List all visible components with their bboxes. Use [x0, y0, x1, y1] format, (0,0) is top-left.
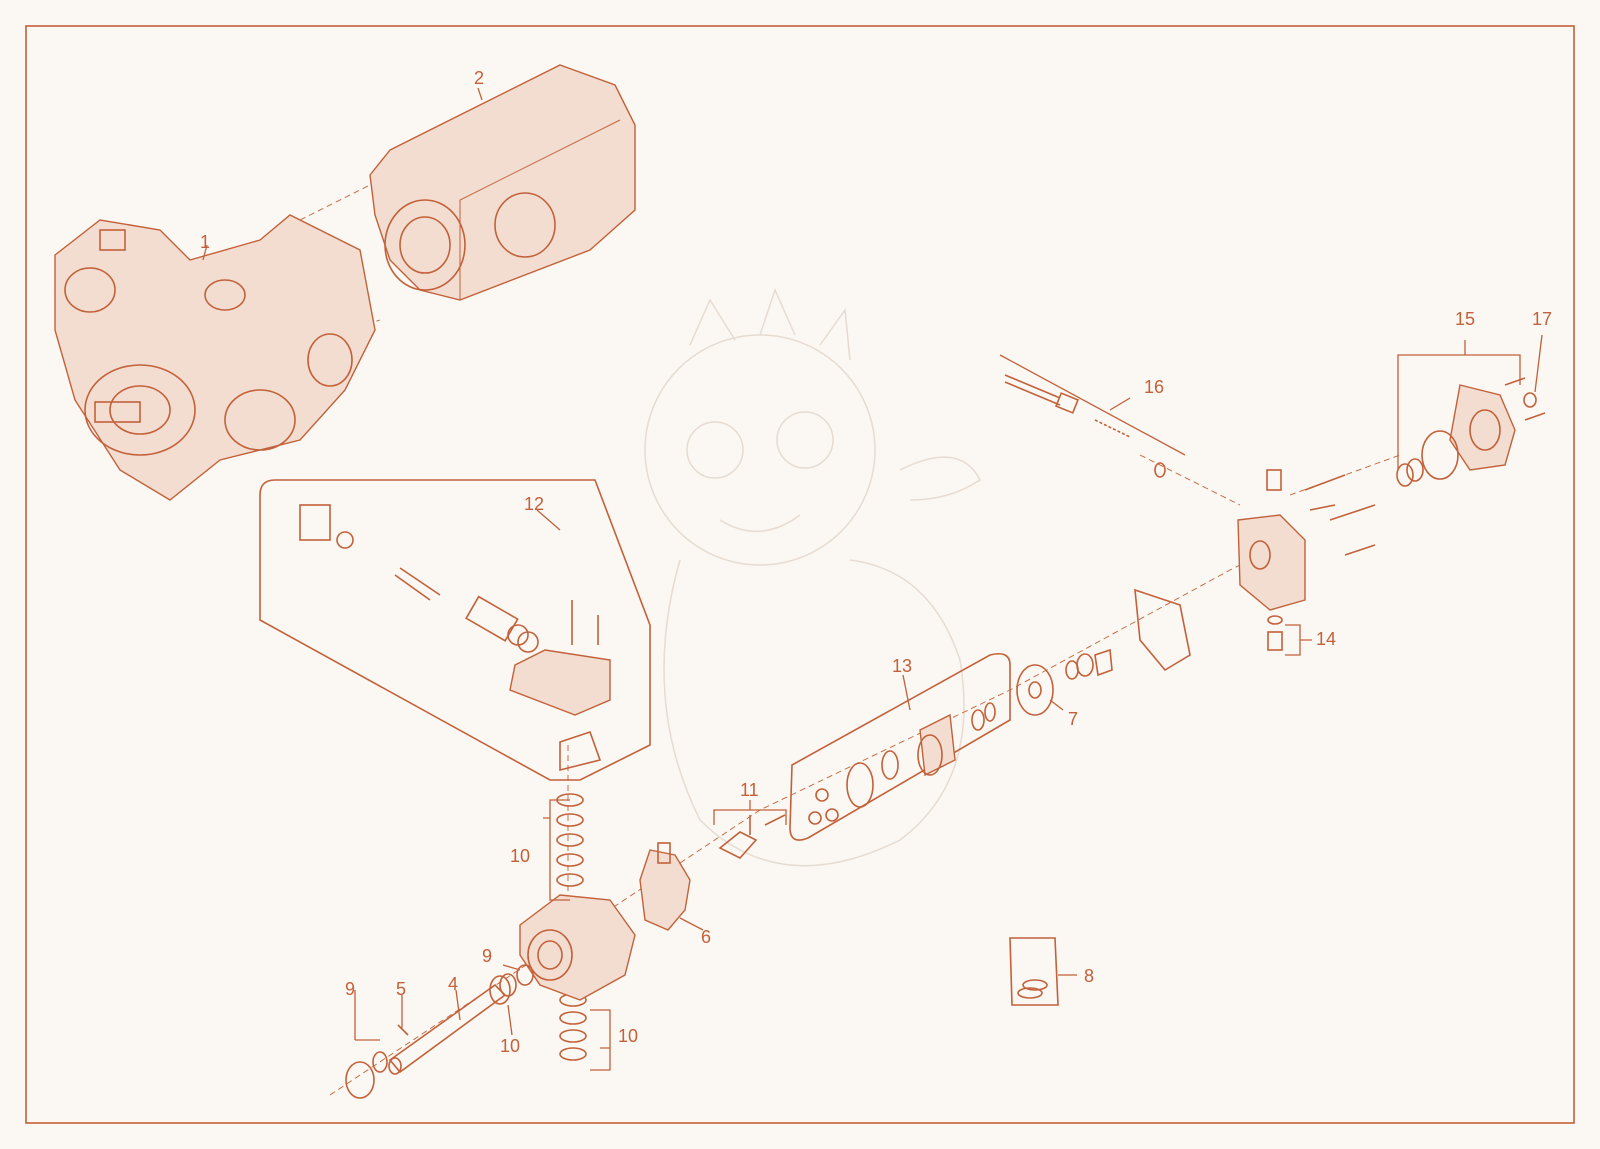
valve-axis-line	[1139, 454, 1401, 506]
part-12-control-valve-group	[259, 479, 651, 781]
callout-2: 2	[474, 68, 484, 88]
leader-lines	[202, 87, 1543, 1071]
part-14-plug-fitting	[1267, 615, 1283, 651]
callout-10-upper: 10	[510, 846, 530, 866]
part-10-seal-stack-lower	[559, 993, 587, 1061]
callout-6: 6	[701, 927, 711, 947]
callout-10-lower: 10	[618, 1026, 638, 1046]
callout-14: 14	[1316, 629, 1336, 649]
end-cover-bolts	[1304, 474, 1376, 556]
end-cover-gasket	[1134, 588, 1191, 672]
callout-9-upper: 9	[482, 946, 492, 966]
callout-11: 11	[740, 780, 759, 800]
callout-16: 16	[1144, 377, 1164, 397]
part-10-bearing	[489, 973, 517, 1005]
part-4-drive-shaft	[388, 983, 507, 1075]
callout-8: 8	[1084, 966, 1094, 986]
diagram-frame	[25, 25, 1575, 1124]
callout-15: 15	[1455, 309, 1475, 329]
part-13-rotating-group	[789, 652, 1011, 841]
callout-7: 7	[1068, 709, 1078, 729]
callout-10-bearing: 10	[500, 1036, 520, 1056]
callout-13: 13	[892, 656, 912, 676]
part-5-key	[397, 1024, 409, 1036]
part-2-gear-pump	[369, 64, 636, 301]
assembly-axis-line	[329, 554, 1261, 1096]
part-15-cover-assembly	[1396, 377, 1546, 487]
part-9-ring-upper	[516, 964, 534, 986]
part-8-seal-kit-bag	[1009, 937, 1059, 1006]
pump-housing	[519, 894, 636, 1001]
callout-17: 17	[1532, 309, 1552, 329]
part-11-pin-assembly	[718, 814, 786, 859]
part-10-seal-stack-upper	[556, 793, 584, 887]
callout-12: 12	[524, 494, 544, 514]
callout-1: 1	[200, 232, 210, 252]
callout-9-lower: 9	[345, 979, 355, 999]
cylinder-bearing-parts	[1065, 648, 1113, 680]
dragon-watermark	[644, 287, 981, 867]
callout-4: 4	[448, 974, 458, 994]
part-7-valve-plate	[1016, 664, 1054, 716]
part-9-seal-plate	[345, 1051, 388, 1099]
end-cover-block	[1237, 469, 1306, 611]
part-6-swashplate	[639, 842, 691, 931]
part-17-cap	[1523, 392, 1537, 408]
callout-5: 5	[396, 979, 406, 999]
part-16-adjusting-screw	[1004, 374, 1166, 478]
part-1-main-pump	[54, 214, 376, 501]
